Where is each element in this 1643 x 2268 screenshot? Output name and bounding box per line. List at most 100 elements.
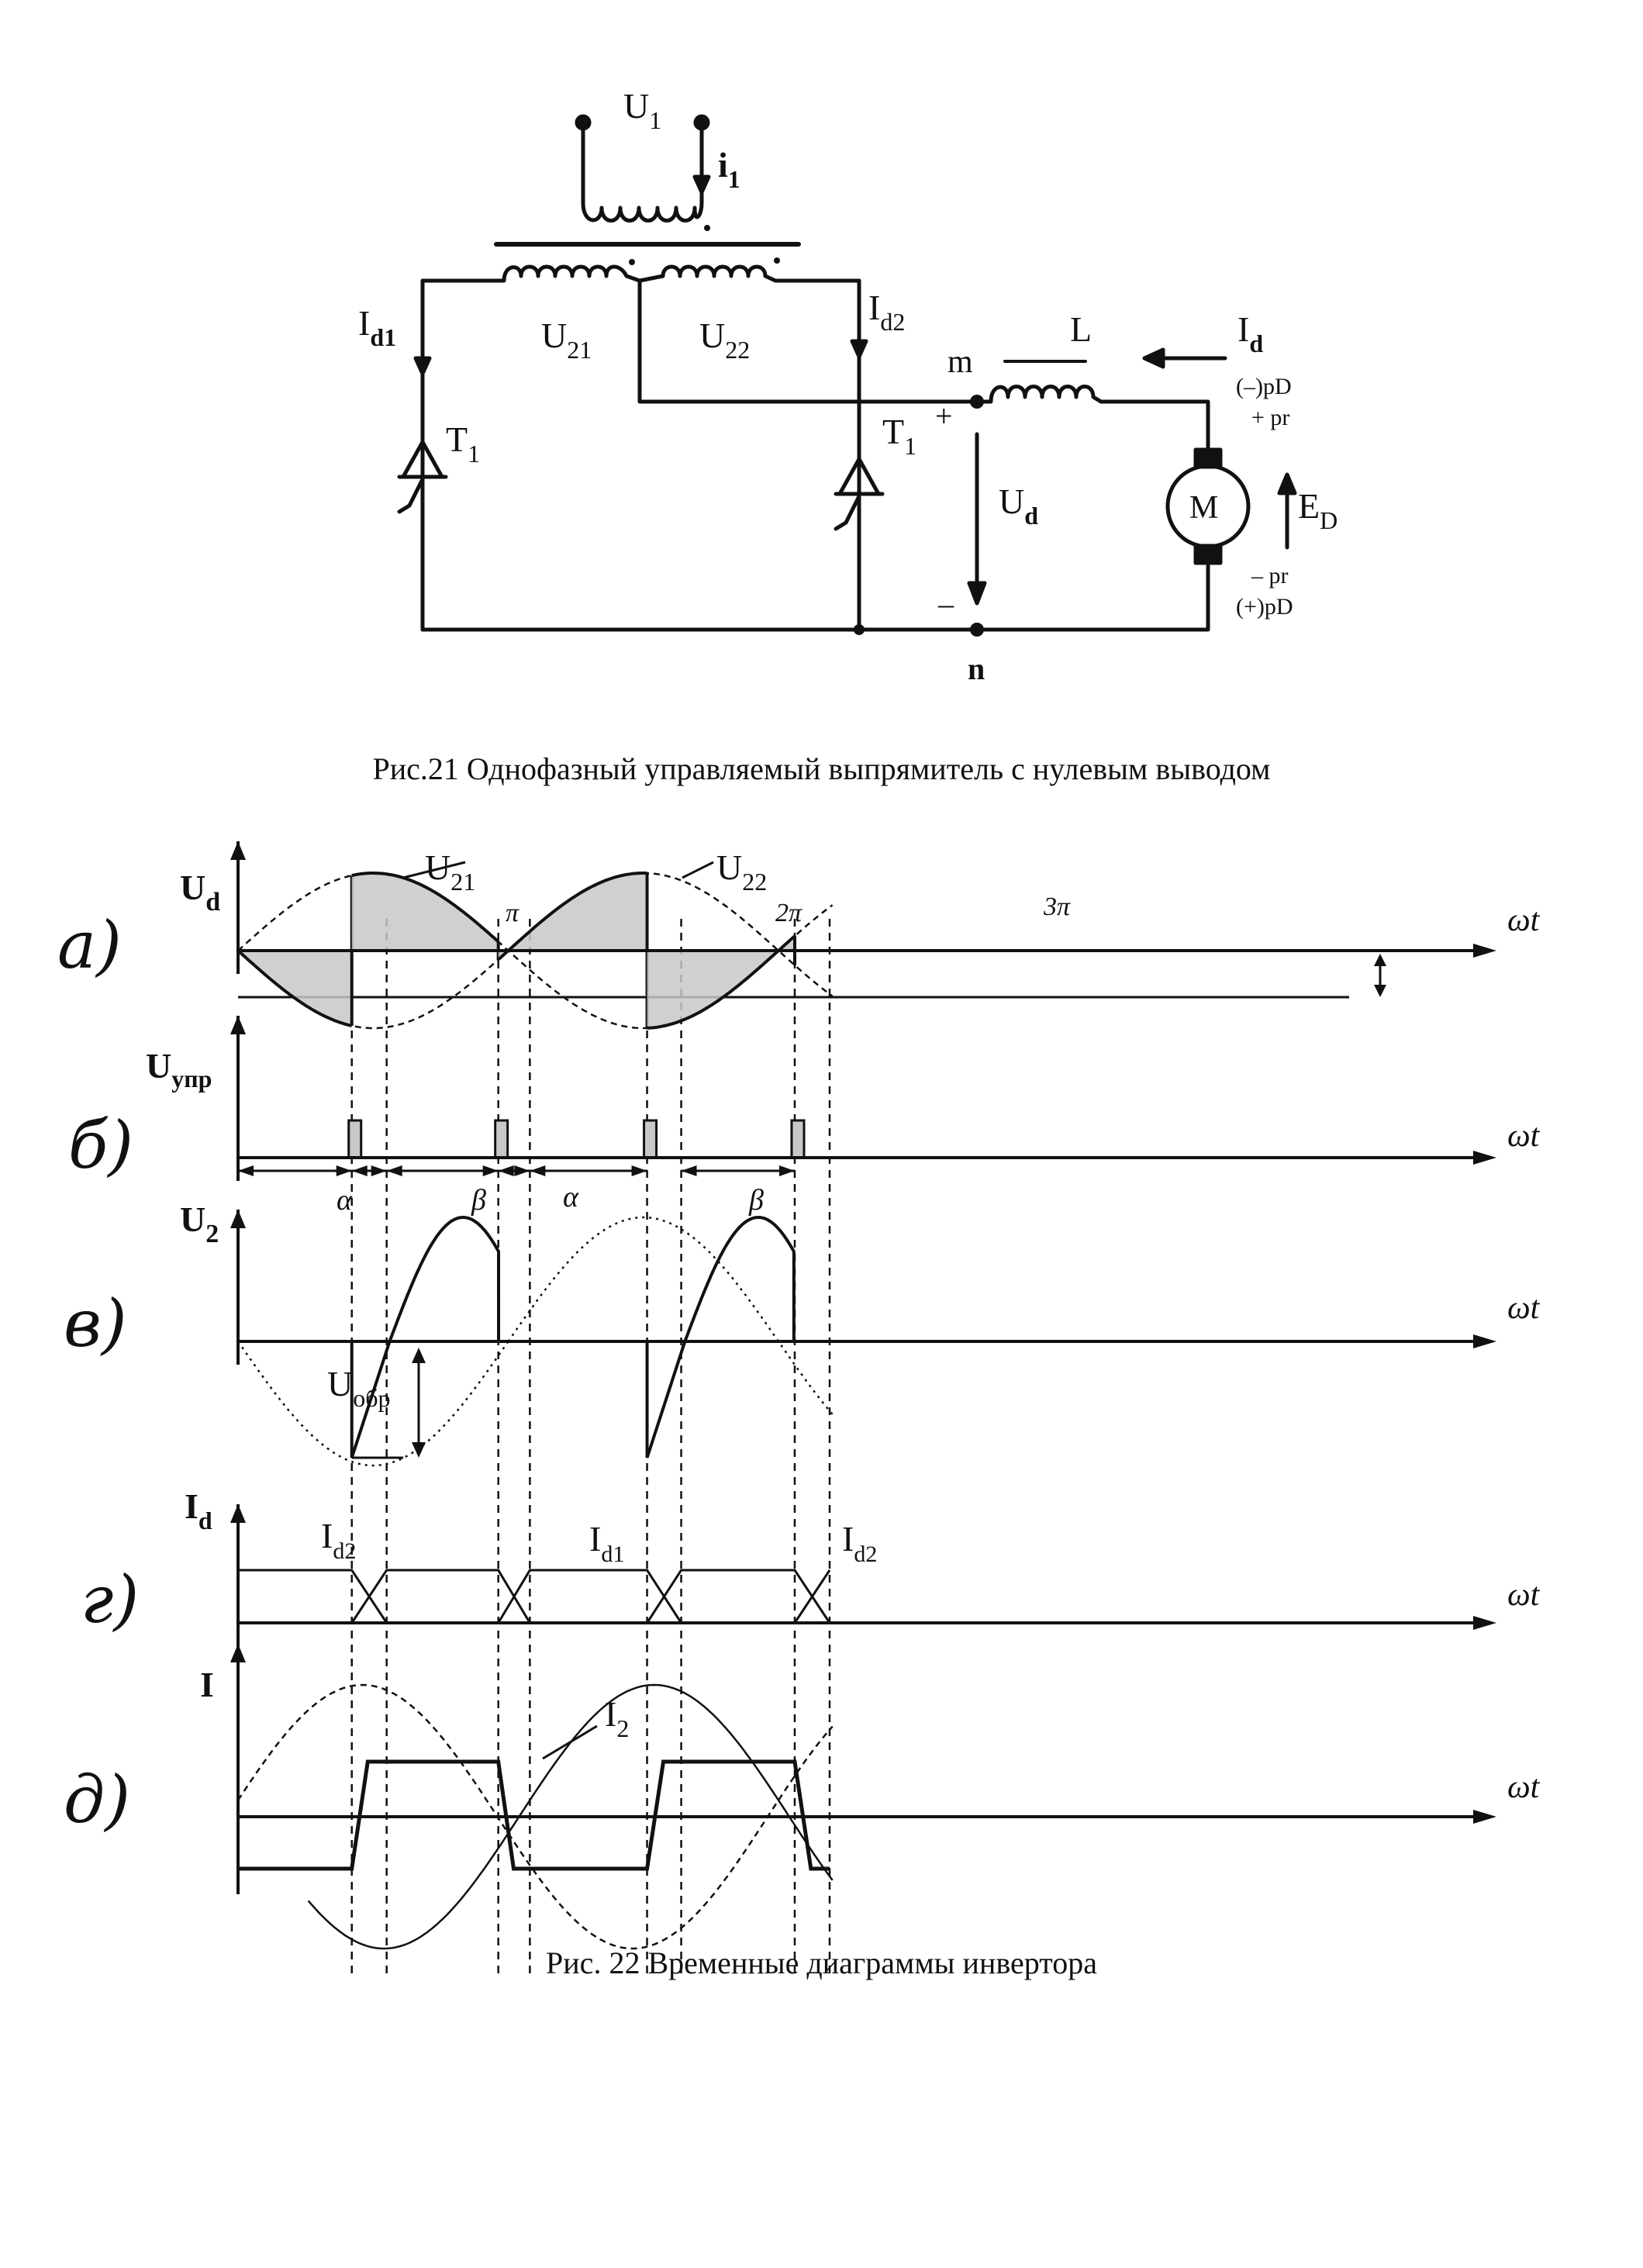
axis-label-id: Id: [185, 1486, 212, 1534]
secondary-winding-u21: [420, 264, 642, 283]
panel-letter-v: в): [64, 1286, 127, 1362]
id-waveforms: [238, 1569, 831, 1624]
xlabel-b: ωt: [1507, 1118, 1541, 1154]
i2-leader: [542, 1724, 598, 1760]
node-m-dot: [970, 395, 984, 409]
label-bot-pd: (+)pD: [1236, 594, 1293, 620]
interval-head: [530, 1165, 546, 1176]
axis-label-u2: U2: [180, 1200, 219, 1248]
label-i2: I2: [605, 1694, 629, 1742]
label-ed: ED: [1298, 486, 1338, 534]
panel-letter-a: а): [57, 907, 122, 983]
label-u1: U1: [623, 86, 661, 134]
inductor-l: [975, 385, 1103, 404]
label-id: Id: [1237, 309, 1263, 357]
u22-leader: [682, 861, 714, 879]
label-u22: U22: [699, 316, 750, 364]
control-pulse: [347, 1119, 363, 1159]
label-u21: U21: [541, 316, 592, 364]
node-n-dot: [970, 623, 984, 637]
ud-shaded-area: [647, 936, 795, 1028]
u2-waveform-2: [645, 1215, 796, 1458]
label-top-pd: (–)pD: [1236, 374, 1292, 399]
interval-head: [386, 1165, 402, 1176]
thyristor-t1-left: [397, 440, 448, 514]
label-i1: i1: [718, 145, 740, 193]
label-t1-right: T1: [882, 412, 916, 460]
label-ud: Ud: [999, 482, 1038, 530]
u2-dotted-rest: [507, 1216, 834, 1415]
interval-head: [371, 1165, 387, 1176]
label-bot-pr: – pr: [1251, 563, 1289, 589]
axis-label-ud: Ud: [180, 868, 220, 917]
x-arrow-v: [1473, 1334, 1496, 1348]
axis-label-i: I: [200, 1665, 214, 1704]
u2-waveform-1: [350, 1215, 501, 1458]
interval-head: [631, 1165, 647, 1176]
terminal-right: [693, 114, 710, 131]
interval-head: [498, 1165, 514, 1176]
ud-shaded-area: [351, 873, 499, 951]
label-beta-1: β: [471, 1184, 486, 1217]
figure-22-caption: Рис. 22 Временные диаграммы инвертора: [546, 1945, 1097, 1980]
interval-head: [681, 1165, 697, 1176]
x-arrow-d: [1473, 1810, 1496, 1824]
label-id2: Id2: [868, 288, 905, 336]
label-pi: π: [506, 899, 519, 927]
interval-head: [778, 1165, 795, 1176]
axis-label-uupr: Uупр: [146, 1046, 212, 1093]
label-beta-2: β: [748, 1184, 764, 1217]
dim-arrow-down: [1374, 985, 1386, 997]
y-arrow-a: [230, 841, 246, 860]
label-u21-curve: U21: [425, 847, 475, 896]
interval-head: [336, 1165, 352, 1176]
interval-head: [238, 1165, 254, 1176]
motor-m: [1165, 447, 1251, 565]
u-obr-arrow-down: [412, 1442, 426, 1458]
label-node-n: n: [968, 651, 985, 686]
label-top-pr: + pr: [1251, 405, 1289, 430]
ud-shaded-area: [498, 873, 647, 960]
panel-letter-d: д): [64, 1762, 130, 1838]
panel-letter-g: г): [81, 1562, 139, 1638]
ud-waveform: [647, 934, 796, 1030]
u21-leader: [402, 861, 466, 879]
control-pulse: [643, 1119, 658, 1159]
y-arrow-b: [230, 1016, 246, 1034]
y-arrow-g: [230, 1504, 246, 1523]
ud-waveform: [351, 872, 500, 943]
panel-letter-b: б): [68, 1107, 133, 1183]
ud-waveform: [497, 872, 647, 961]
secondary-winding-u22: [637, 264, 861, 283]
terminal-left: [575, 114, 592, 131]
xlabel-a: ωt: [1507, 903, 1541, 938]
label-alpha-1: α: [337, 1184, 353, 1217]
x-arrow-a: [1473, 944, 1496, 958]
xlabel-d: ωt: [1507, 1769, 1541, 1805]
label-u-obr: Uобр: [327, 1364, 391, 1412]
label-node-m: m: [947, 344, 973, 380]
u-obr-arrow-up: [412, 1348, 426, 1363]
xlabel-g: ωt: [1507, 1577, 1541, 1613]
u2-dotted-neg-1: [236, 1341, 509, 1467]
label-motor: M: [1189, 490, 1218, 526]
control-pulse: [494, 1119, 509, 1159]
label-t1-left: T1: [446, 419, 480, 468]
label-id1: Id1: [358, 303, 396, 351]
label-id2-seg2: Id2: [842, 1519, 877, 1567]
interval-head: [351, 1165, 368, 1176]
xlabel-v: ωt: [1507, 1290, 1541, 1326]
primary-winding: [581, 120, 704, 223]
label-2pi: 2π: [775, 899, 803, 927]
label-minus: –: [937, 586, 954, 621]
dim-arrow-up: [1374, 954, 1386, 966]
label-id1-seg: Id1: [589, 1519, 624, 1567]
label-3pi: 3π: [1043, 892, 1071, 921]
thyristor-t1-right: [834, 457, 885, 531]
i-dashed-sine: [236, 1683, 834, 1950]
figure-21-caption: Рис.21 Однофазный управляемый выпрямител…: [372, 751, 1271, 786]
interval-head: [514, 1165, 530, 1176]
interval-head: [482, 1165, 499, 1176]
